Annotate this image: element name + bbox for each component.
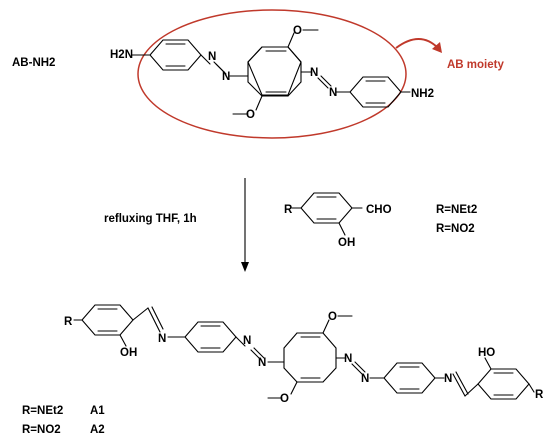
prod-azo-n-1: N [243,335,251,347]
azo-n-1: N [208,51,216,63]
r-net2-label: R=NEt2 [436,204,477,216]
aldehyde-r: R [284,204,293,216]
o-top: O [293,25,302,37]
ab-moiety-arrow [395,38,439,49]
azo-link-2 [300,71,351,93]
a2-r-label: R=NO2 [22,424,61,436]
azo-n-2: N [222,71,230,83]
product-ho-right: HO [478,347,495,359]
a1-r-label: R=NEt2 [22,405,63,417]
ab-moiety-label: AB moiety [447,59,504,71]
aldehyde-cho: CHO [366,204,392,216]
reaction-arrow-head [241,262,249,272]
azo-link-1 [200,54,249,77]
prod-azo-n-3: N [344,353,352,365]
azo-n-4: N [329,87,337,99]
nh2-right-label: NH2 [411,88,434,100]
prod-o-top: O [328,311,337,323]
a1-label: A1 [90,405,105,417]
product-central-ring [267,315,353,399]
a2-label: A2 [90,424,105,436]
product-oh-left: OH [120,347,137,359]
o-bottom: O [246,109,255,121]
ab-nh2-label: AB-NH2 [12,57,55,69]
imine-n-right: N [444,373,452,385]
azo-n-3: N [310,67,318,79]
product-ring-4 [335,357,445,394]
reaction-condition: refluxing THF, 1h [104,213,197,225]
nh2-left-label: H2N [110,49,133,61]
ab-moiety-ellipse [137,9,407,139]
ab-moiety-arrowhead [432,42,442,53]
product-r-left: R [64,316,73,328]
aldehyde-oh: OH [338,237,355,249]
product-r-right: R [535,389,544,401]
benzene-ring-1 [131,39,202,71]
product-ring-left [73,304,164,347]
imine-n-left: N [158,333,166,345]
benzene-ring-3 [349,76,411,108]
prod-azo-n-4: N [361,373,369,385]
product-ring-2 [167,321,285,363]
prod-o-bottom: O [280,393,289,405]
product-ring-right [452,357,535,400]
prod-azo-n-2: N [258,357,266,369]
r-no2-label: R=NO2 [436,223,475,235]
aldehyde-ring [291,192,363,236]
